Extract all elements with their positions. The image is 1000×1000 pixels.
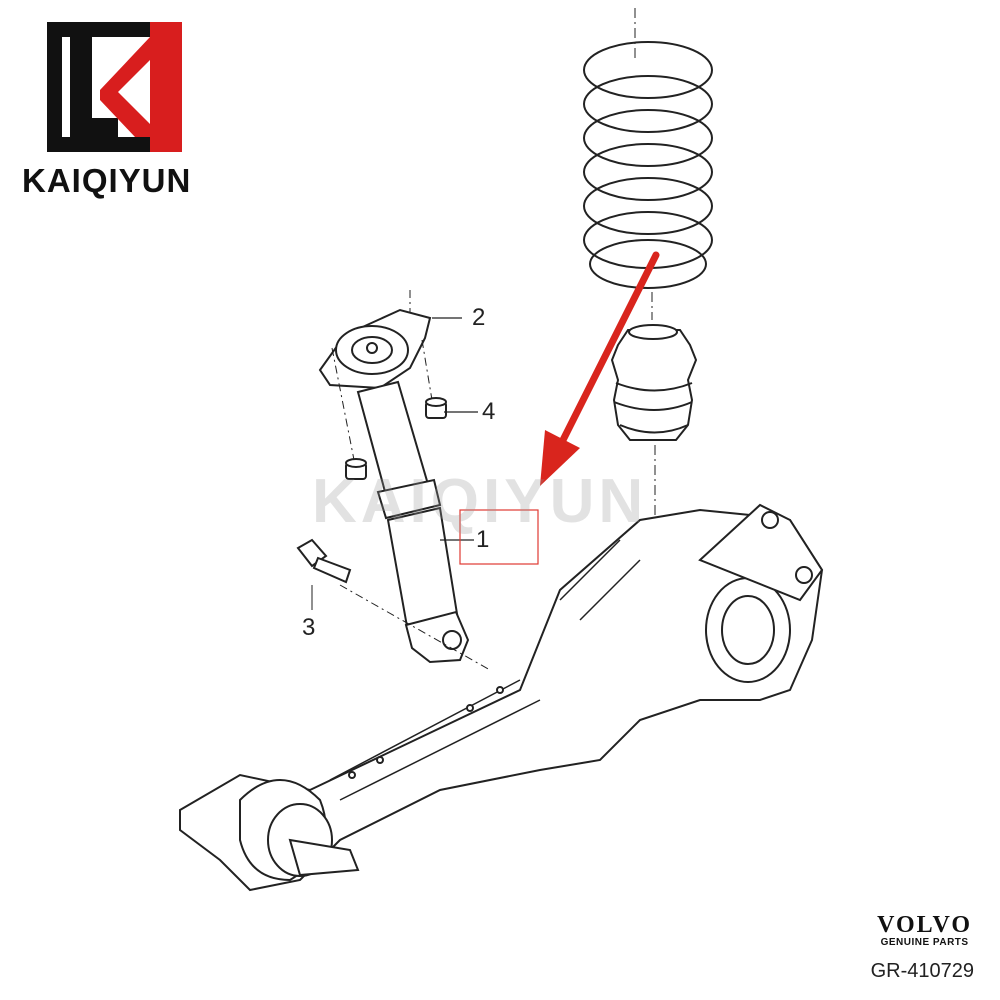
callout-3: 3 [302, 614, 316, 641]
brand-subtitle: GENUINE PARTS [880, 937, 969, 948]
bolt-4 [425, 397, 447, 419]
part-reference: GR-410729 [870, 960, 974, 982]
callout-1: 1 [476, 526, 490, 553]
watermark: KAIQIYUN [312, 467, 648, 536]
coil-spring [583, 8, 713, 320]
shock-absorber [318, 290, 470, 664]
highlight-box [459, 509, 539, 565]
callout-4: 4 [482, 398, 496, 425]
leader-lines [432, 317, 478, 541]
bump-stop [610, 324, 698, 520]
logo-text: KAIQIYUN [22, 162, 192, 199]
brand-name: VOLVO [877, 912, 972, 938]
rear-axle-beam [179, 503, 824, 892]
highlight-arrow [540, 251, 660, 486]
k-logo-icon [47, 22, 182, 152]
callout-2: 2 [472, 304, 486, 331]
bolt-small [345, 458, 367, 480]
bolt-3 [296, 538, 491, 671]
brand-block: VOLVO GENUINE PARTS [877, 912, 972, 948]
